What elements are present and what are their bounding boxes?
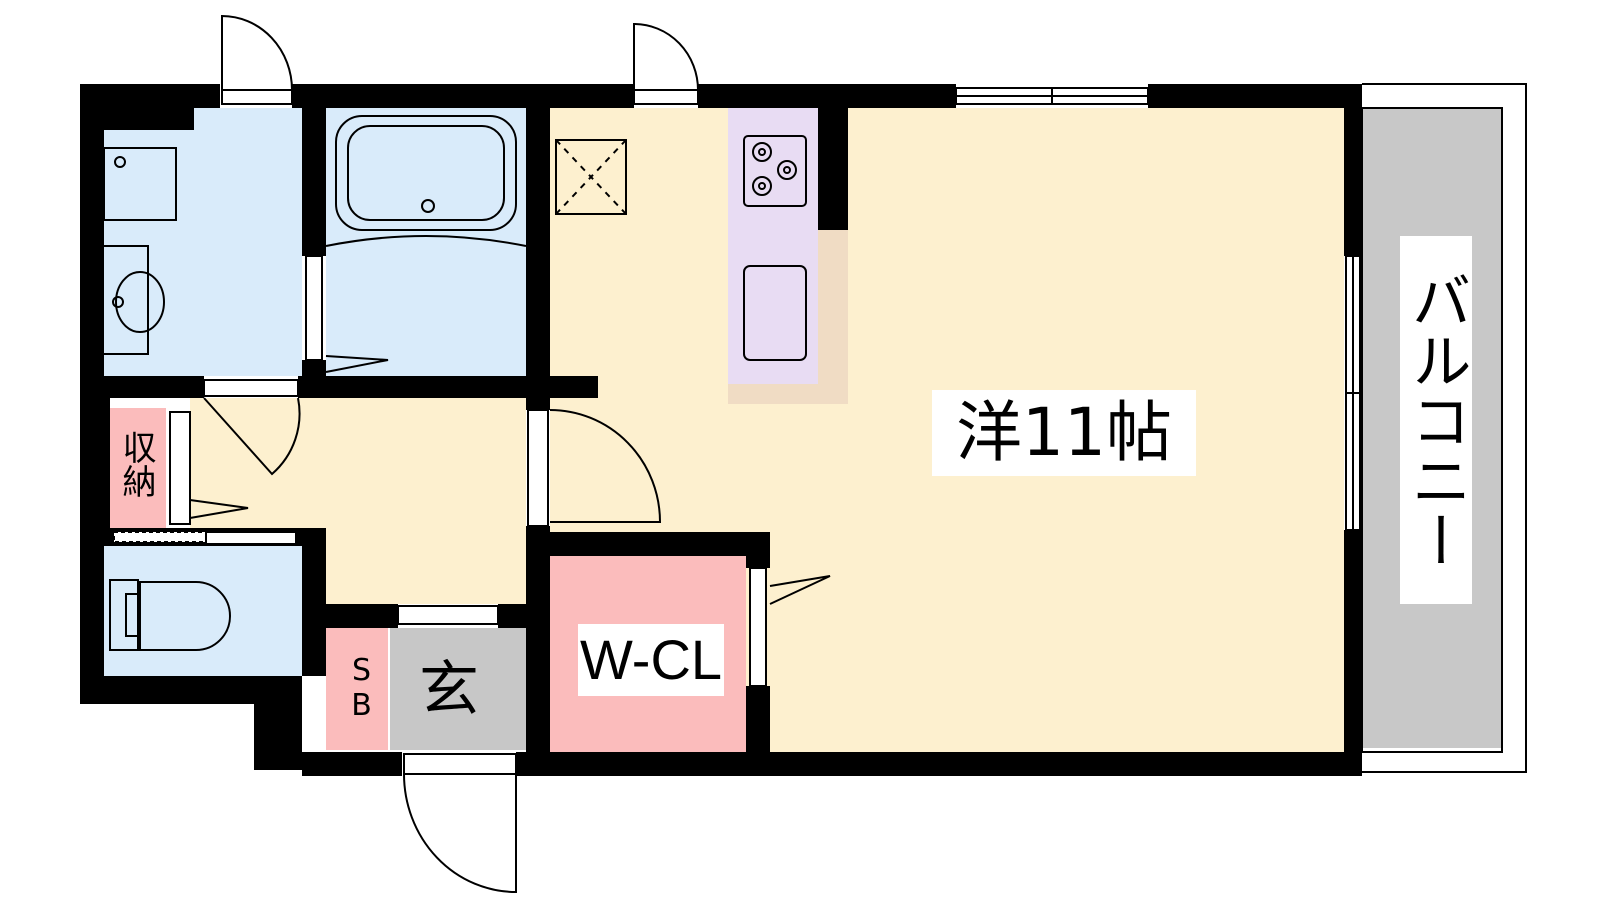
shoe-box-floor [326, 628, 388, 750]
shoe-box-label: SB [344, 653, 379, 723]
balcony-label: バルコニー [1400, 236, 1472, 604]
walls [80, 84, 1362, 776]
three-burner-stove-icon [743, 135, 807, 207]
kitchen-sink-icon [743, 265, 807, 361]
door-swing-icon [113, 14, 831, 894]
entrance-floor [390, 628, 526, 750]
washbasin-icon [103, 147, 177, 355]
toilet-floor [104, 546, 302, 676]
toilet-icon [109, 579, 231, 651]
window-icon [955, 87, 1361, 531]
main-room-label: 洋11帖 [932, 390, 1196, 476]
storage-label: 収納 [116, 430, 156, 498]
storage-floor [104, 408, 166, 528]
washing-machine-pan-icon [555, 139, 627, 215]
bathroom-floor [326, 108, 526, 376]
walk-in-closet-label: W-CL [578, 624, 724, 696]
entrance-label: 玄 [419, 655, 479, 725]
kitchen-counter [728, 108, 818, 384]
bathtub-icon [325, 115, 527, 247]
balcony-railing [1361, 83, 1527, 773]
